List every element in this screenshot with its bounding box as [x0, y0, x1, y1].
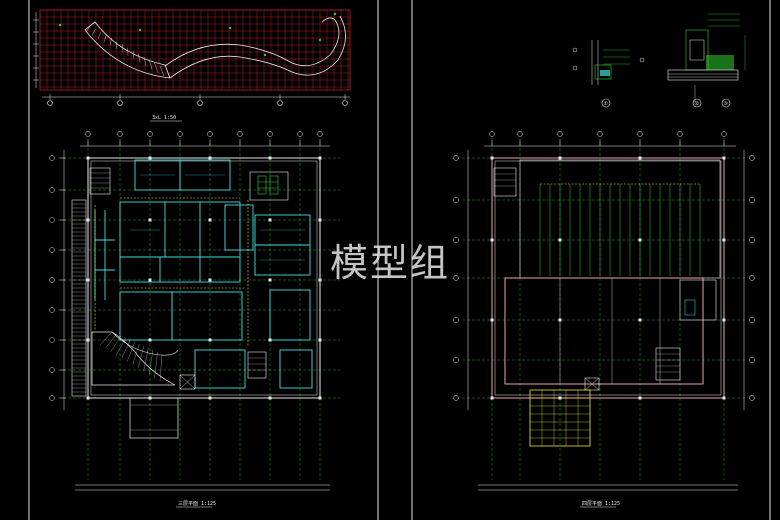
staircase-grid-plan: 3xL 1:50	[33, 9, 351, 122]
detail-label-3: ③	[724, 101, 729, 107]
floor-plan-right: 四层平面 1:125	[453, 131, 755, 508]
sheet-frames	[28, 0, 771, 520]
detail-callout-3	[721, 98, 731, 108]
floor-plan-left: 三层平面 1:125	[49, 131, 340, 508]
sheet-title-3: 四层平面 1:125	[582, 501, 620, 507]
sheet-title-1: 3xL 1:50	[152, 115, 176, 121]
detail-callout-1	[601, 98, 611, 108]
detail-label-1: ①	[604, 101, 609, 107]
detail-label-2: ②	[695, 101, 700, 107]
detail-callout-2	[692, 98, 702, 108]
section-details: ① ② ③	[572, 13, 746, 108]
watermark-text: 模型组	[330, 241, 450, 285]
sheet-title-2: 三层平面 1:125	[178, 501, 216, 507]
